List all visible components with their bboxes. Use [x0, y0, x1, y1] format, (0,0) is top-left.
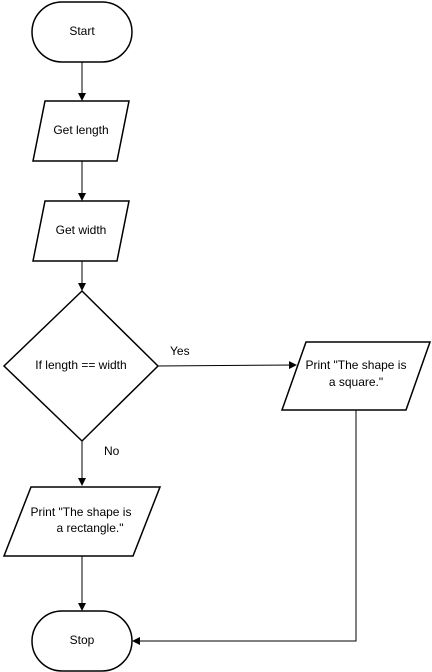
no-label: No	[104, 444, 120, 458]
get-length-label: Get length	[53, 123, 108, 137]
stop-label: Stop	[70, 633, 95, 647]
edge-decision-yes	[157, 361, 297, 370]
edge-square-to-stop	[132, 410, 357, 645]
print-square-label-line2: a square."	[329, 375, 383, 389]
print-square-node: Print "The shape is a square."	[280, 341, 432, 411]
print-rectangle-node: Print "The shape is a rectangle."	[2, 486, 162, 557]
decision-label: If length == width	[35, 358, 126, 372]
yes-label: Yes	[170, 344, 190, 358]
get-width-node: Get width	[32, 200, 130, 262]
get-length-node: Get length	[32, 100, 130, 162]
get-width-label: Get width	[56, 223, 107, 237]
print-square-label-line1: Print "The shape is	[306, 358, 407, 372]
start-node: Start	[31, 1, 133, 63]
decision-node: If length == width	[2, 289, 160, 443]
start-label: Start	[69, 24, 95, 38]
stop-node: Stop	[31, 610, 133, 672]
print-rectangle-label-line2: a rectangle."	[57, 521, 124, 535]
print-rectangle-label-line1: Print "The shape is	[31, 505, 132, 519]
